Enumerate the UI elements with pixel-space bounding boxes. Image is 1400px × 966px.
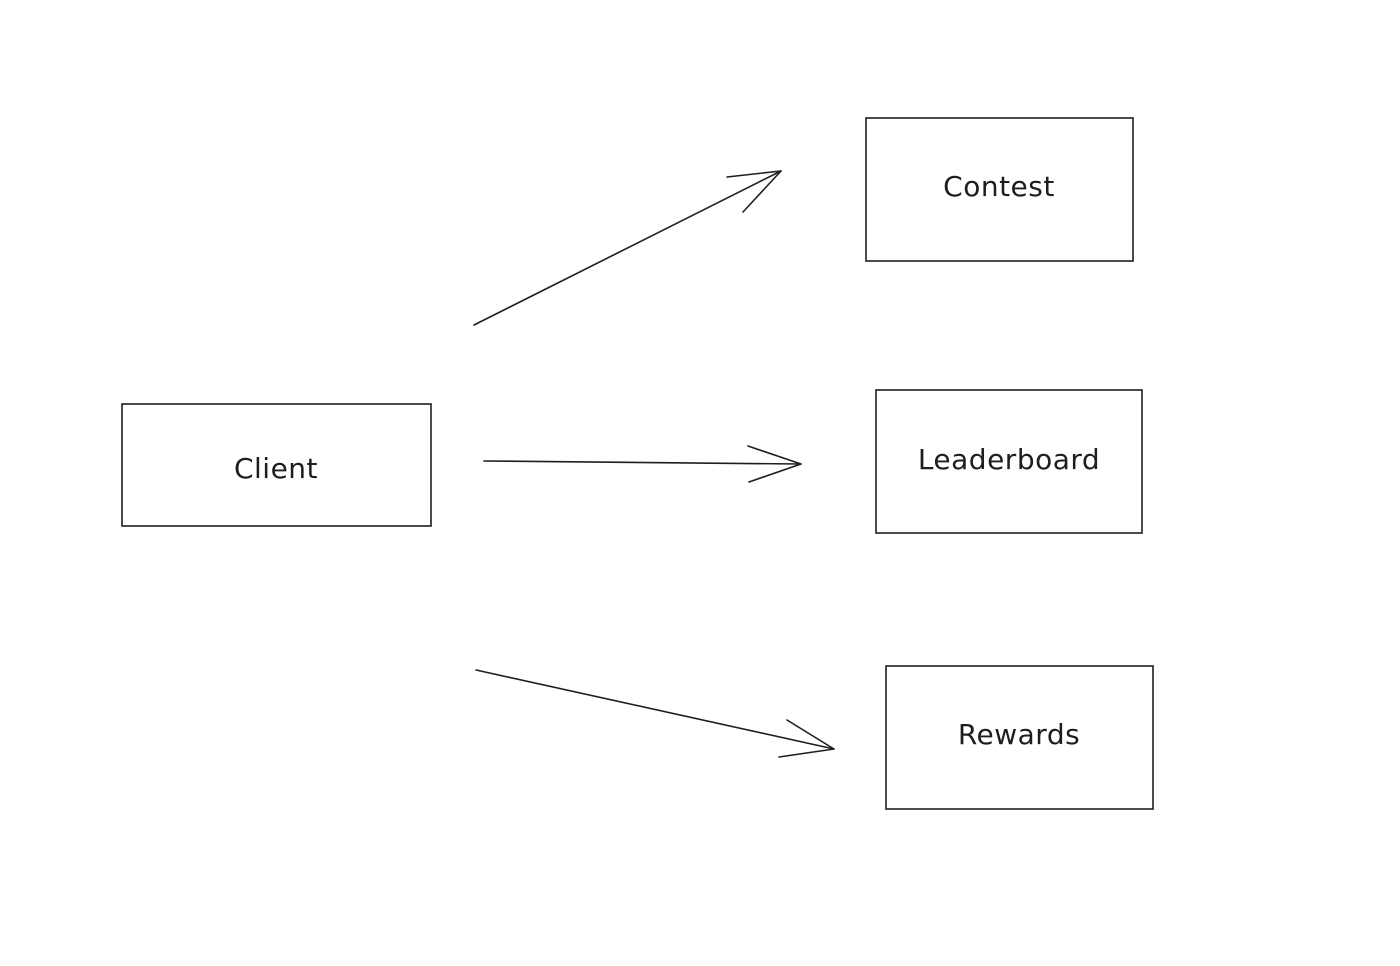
arrow-client-to-contest-head [726, 170, 782, 213]
node-rewards-label: Rewards [958, 718, 1080, 751]
arrow-client-to-leaderboard-head [747, 445, 802, 483]
node-rewards[interactable]: Rewards [885, 665, 1154, 810]
node-client[interactable]: Client [121, 403, 432, 527]
arrow-client-to-rewards-head [778, 719, 835, 758]
node-leaderboard[interactable]: Leaderboard [875, 389, 1143, 534]
arrow-client-to-rewards[interactable] [475, 669, 835, 758]
node-leaderboard-label: Leaderboard [918, 443, 1100, 476]
arrow-client-to-rewards-line [475, 669, 835, 750]
arrow-client-to-contest-line [473, 170, 782, 326]
node-contest-label: Contest [943, 170, 1055, 203]
node-rewards-box [885, 665, 1154, 810]
node-client-box [121, 403, 432, 527]
node-client-label: Client [234, 452, 318, 485]
arrow-client-to-leaderboard[interactable] [483, 445, 802, 483]
arrow-client-to-contest[interactable] [473, 170, 782, 326]
node-contest[interactable]: Contest [865, 117, 1134, 262]
node-leaderboard-box [875, 389, 1143, 534]
arrow-client-to-leaderboard-line [483, 460, 802, 465]
node-contest-box [865, 117, 1134, 262]
